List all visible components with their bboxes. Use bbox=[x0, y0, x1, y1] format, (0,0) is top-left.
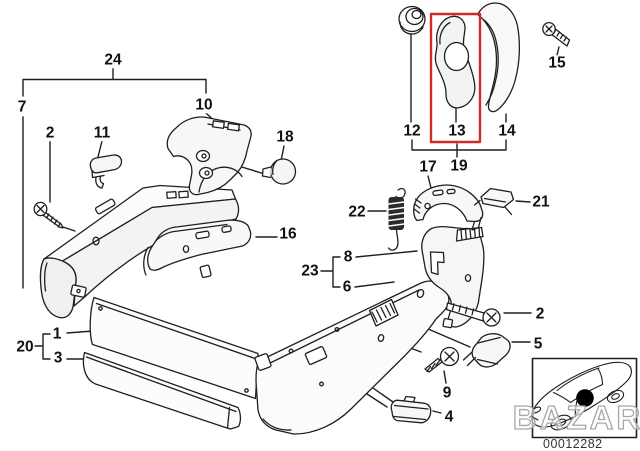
part-22-spring bbox=[387, 187, 406, 251]
part-4-pocket bbox=[390, 395, 432, 424]
car-outline bbox=[530, 361, 632, 431]
watermark-text: BAZAR bbox=[513, 399, 640, 436]
part-12-grommet bbox=[398, 5, 426, 35]
image-code: 00012282 bbox=[543, 437, 603, 451]
part-1-panel bbox=[89, 296, 259, 400]
part-17-arch-bracket bbox=[413, 184, 484, 231]
part-3-panel bbox=[82, 351, 242, 430]
part-2-screw-left bbox=[33, 201, 64, 229]
part-21-clip bbox=[473, 187, 515, 216]
part-10-belt-guide bbox=[166, 116, 252, 196]
part-2-screw-right bbox=[445, 302, 501, 327]
location-dot bbox=[576, 389, 594, 407]
part-16-channel-rail bbox=[143, 219, 252, 279]
part-14-trim-strip bbox=[477, 2, 521, 113]
part-13-speaker-panel bbox=[434, 15, 476, 109]
car-location-inset: BAZAR 00012282 bbox=[512, 357, 640, 451]
part-11-cap bbox=[89, 154, 123, 189]
part-8-cover bbox=[421, 226, 485, 329]
part-5-clip bbox=[462, 333, 511, 368]
part-9-screw bbox=[424, 346, 460, 373]
part-6-sill-rail bbox=[254, 280, 450, 435]
highlight-box bbox=[429, 12, 482, 144]
part-18-knob bbox=[261, 158, 297, 185]
part-15-screw bbox=[542, 21, 571, 47]
